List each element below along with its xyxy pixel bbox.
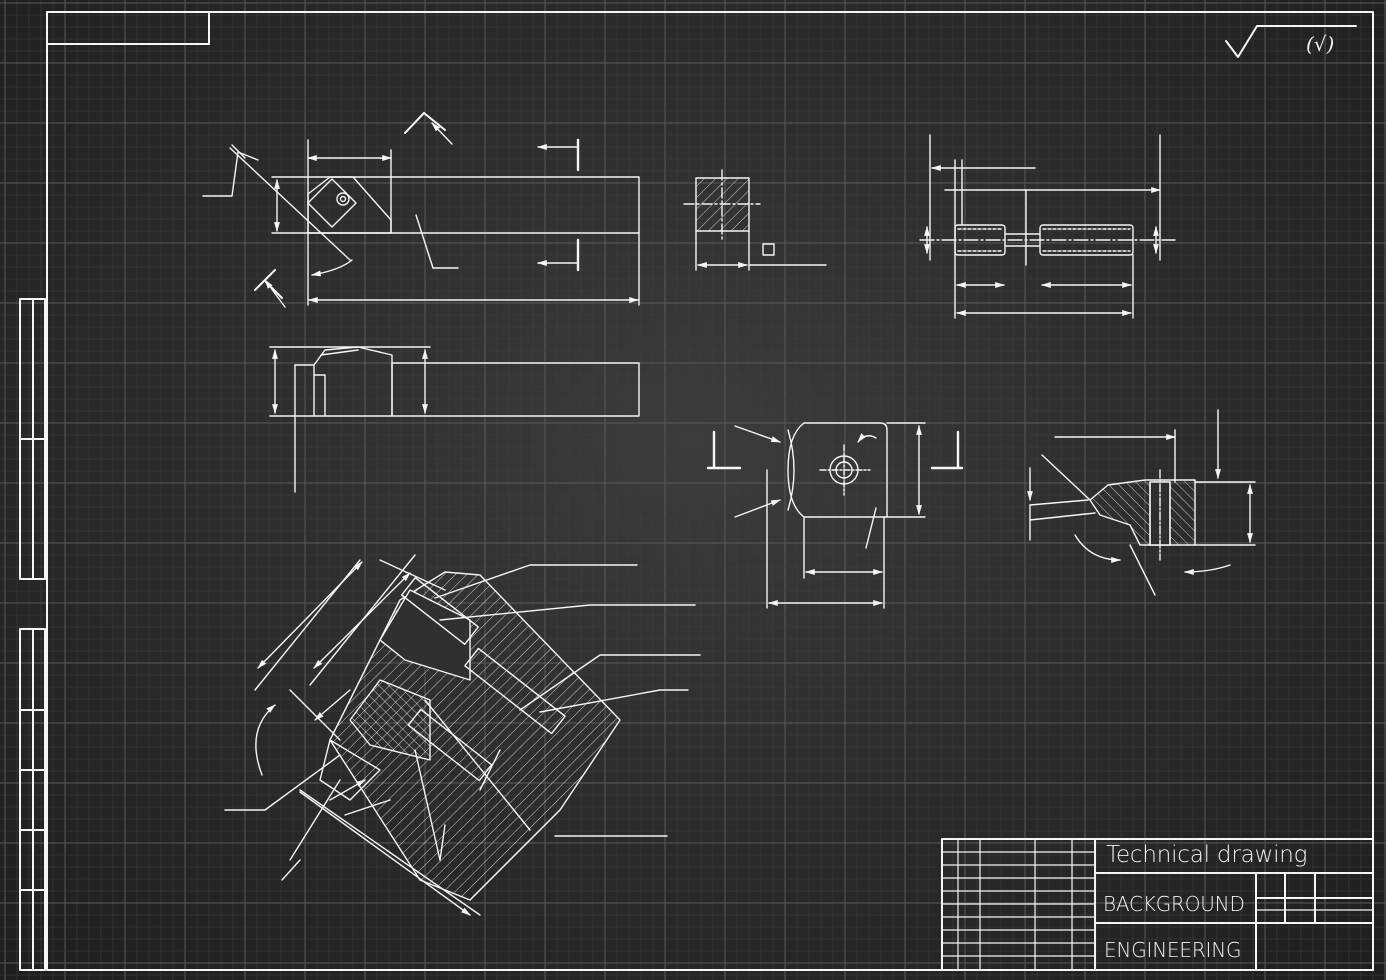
title-block [941, 838, 1374, 971]
title-block-line2: BACKGROUND [1103, 892, 1245, 916]
sheet-frame [19, 11, 1374, 971]
tool-holder-side-view [269, 346, 640, 493]
insert-plate-view [706, 422, 964, 609]
section-square [683, 169, 827, 271]
assembly-section-view [224, 554, 701, 916]
roughness-symbol [1225, 25, 1357, 58]
groove-section-view [1027, 409, 1256, 596]
title-block-title: Technical drawing [1106, 842, 1308, 868]
tool-holder-top-view [202, 112, 640, 308]
screw-view [919, 134, 1176, 319]
roughness-note: (√) [1306, 32, 1335, 56]
title-block-line3: ENGINEERING [1104, 938, 1242, 962]
